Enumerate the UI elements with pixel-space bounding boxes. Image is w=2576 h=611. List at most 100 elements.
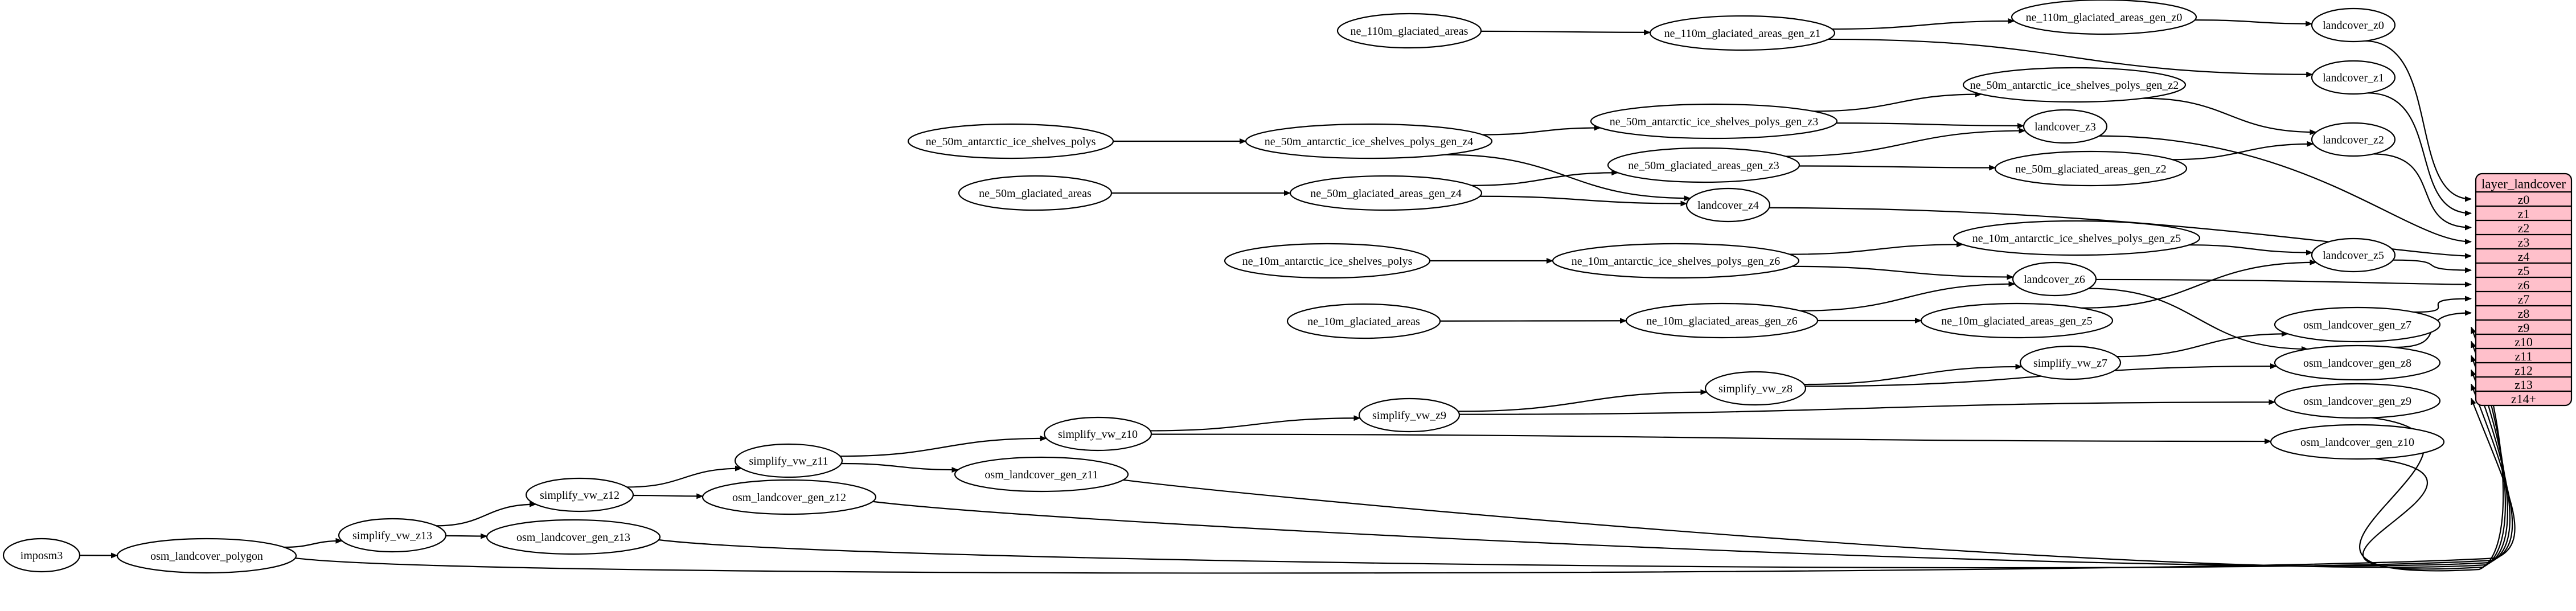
node-simplify_vw_z8[interactable]: simplify_vw_z8 <box>1704 371 1807 406</box>
node-osm_landcover_polygon[interactable]: osm_landcover_polygon <box>116 538 297 574</box>
node-simplify_vw_z12[interactable]: simplify_vw_z12 <box>525 477 634 512</box>
node-landcover_z6[interactable]: landcover_z6 <box>2012 261 2097 297</box>
edge-ne_50m_glaciated_areas_gen_z4-to-ne_50m_glaciated_areas_gen_z3 <box>1471 170 1619 186</box>
edge-landcover_z2-to-layer_landcover_z2 <box>2373 153 2472 231</box>
table-row-z7[interactable]: z7 <box>2476 290 2571 306</box>
node-simplify_vw_z7[interactable]: simplify_vw_z7 <box>2019 345 2122 380</box>
table-row-z14plus[interactable]: z14+ <box>2476 390 2571 406</box>
edge-ne_50m_antarctic_ice_shelves_polys_gen_z3-to-ne_50m_antarctic_ice_shelves_polys_gen_z2 <box>1813 91 1983 112</box>
node-ne_110m_glaciated_areas[interactable]: ne_110m_glaciated_areas <box>1336 13 1482 49</box>
node-ne_10m_antarctic_ice_shelves_polys[interactable]: ne_10m_antarctic_ice_shelves_polys <box>1224 243 1431 279</box>
table-row-z0[interactable]: z0 <box>2476 191 2571 207</box>
table-row-z11[interactable]: z11 <box>2476 347 2571 363</box>
edge-ne_10m_antarctic_ice_shelves_polys_gen_z6-to-ne_10m_antarctic_ice_shelves_polys_gen_z5 <box>1789 241 1964 255</box>
table-row-z9[interactable]: z9 <box>2476 319 2571 335</box>
node-landcover_z5[interactable]: landcover_z5 <box>2311 237 2396 273</box>
node-ne_50m_antarctic_ice_shelves_polys[interactable]: ne_50m_antarctic_ice_shelves_polys <box>907 123 1114 159</box>
table-row-z6[interactable]: z6 <box>2476 276 2571 292</box>
node-ne_50m_antarctic_ice_shelves_polys_gen_z4[interactable]: ne_50m_antarctic_ice_shelves_polys_gen_z… <box>1245 123 1493 159</box>
edge-landcover_z0-to-layer_landcover_z0 <box>2364 40 2472 202</box>
node-osm_landcover_gen_z10[interactable]: osm_landcover_gen_z10 <box>2270 424 2445 460</box>
node-landcover_z4[interactable]: landcover_z4 <box>1685 187 1771 223</box>
edge-simplify_vw_z10-to-osm_landcover_gen_z10 <box>1151 433 2272 445</box>
table-row-label: z2 <box>2518 221 2530 235</box>
table-row-z12[interactable]: z12 <box>2476 362 2571 378</box>
edge-ne_10m_antarctic_ice_shelves_polys_gen_z6-to-landcover_z6 <box>1792 265 2014 280</box>
edge-simplify_vw_z13-to-simplify_vw_z12 <box>436 501 536 527</box>
edges-layer <box>79 18 2516 574</box>
edge-osm_landcover_gen_z13-to-layer_landcover_z13 <box>658 383 2513 569</box>
node-osm_landcover_gen_z12[interactable]: osm_landcover_gen_z12 <box>702 479 877 515</box>
edge-ne_110m_glaciated_areas_gen_z0-to-landcover_z0 <box>2194 19 2313 27</box>
edge-landcover_z5-to-layer_landcover_z5 <box>2393 259 2472 273</box>
node-ne_110m_glaciated_areas_gen_z0[interactable]: ne_110m_glaciated_areas_gen_z0 <box>2011 0 2197 35</box>
edge-ne_50m_glaciated_areas_gen_z2-to-landcover_z2 <box>2172 141 2314 161</box>
node-ellipse <box>2311 237 2396 273</box>
node-ne_50m_antarctic_ice_shelves_polys_gen_z2[interactable]: ne_50m_antarctic_ice_shelves_polys_gen_z… <box>1962 67 2187 103</box>
node-ne_50m_glaciated_areas[interactable]: ne_50m_glaciated_areas <box>958 175 1113 211</box>
node-osm_landcover_gen_z8[interactable]: osm_landcover_gen_z8 <box>2274 345 2441 381</box>
edge-ne_10m_glaciated_areas_gen_z5-to-landcover_z5 <box>2081 259 2317 309</box>
node-ne_10m_antarctic_ice_shelves_polys_gen_z6[interactable]: ne_10m_antarctic_ice_shelves_polys_gen_z… <box>1552 243 1800 279</box>
node-simplify_vw_z11[interactable]: simplify_vw_z11 <box>734 443 843 478</box>
node-ne_50m_glaciated_areas_gen_z2[interactable]: ne_50m_glaciated_areas_gen_z2 <box>1994 150 2188 187</box>
node-ne_50m_glaciated_areas_gen_z3[interactable]: ne_50m_glaciated_areas_gen_z3 <box>1607 147 1800 183</box>
table-row-z3[interactable]: z3 <box>2476 233 2571 249</box>
node-ne_50m_glaciated_areas_gen_z4[interactable]: ne_50m_glaciated_areas_gen_z4 <box>1289 175 1483 211</box>
node-ellipse <box>2274 345 2441 381</box>
edge-ne_50m_antarctic_ice_shelves_polys_gen_z4-to-landcover_z4 <box>1445 154 1691 202</box>
edge-ne_50m_glaciated_areas_gen_z3-to-ne_50m_glaciated_areas_gen_z2 <box>1799 165 1996 171</box>
table-row-label: z9 <box>2518 321 2530 335</box>
table-row-z4[interactable]: z4 <box>2476 248 2571 264</box>
node-ellipse <box>525 477 634 512</box>
node-ellipse <box>1043 416 1152 452</box>
node-ellipse <box>2019 345 2122 380</box>
node-imposm3[interactable]: imposm3 <box>2 538 81 573</box>
table-row-label: z14+ <box>2511 392 2536 406</box>
node-ne_10m_glaciated_areas[interactable]: ne_10m_glaciated_areas <box>1286 303 1441 339</box>
table-row-label: z6 <box>2518 278 2530 292</box>
edge-ne_50m_antarctic_ice_shelves_polys_gen_z2-to-landcover_z2 <box>2143 97 2317 136</box>
node-landcover_z2[interactable]: landcover_z2 <box>2311 122 2396 157</box>
table-row-z1[interactable]: z1 <box>2476 205 2571 221</box>
node-ne_110m_glaciated_areas_gen_z1[interactable]: ne_110m_glaciated_areas_gen_z1 <box>1649 15 1836 51</box>
node-simplify_vw_z10[interactable]: simplify_vw_z10 <box>1043 416 1152 452</box>
node-landcover_z1[interactable]: landcover_z1 <box>2311 60 2396 95</box>
nodes-layer: ne_110m_glaciated_areas ne_110m_glaciated… <box>2 0 2445 574</box>
node-ellipse <box>1685 187 1771 223</box>
node-osm_landcover_gen_z7[interactable]: osm_landcover_gen_z7 <box>2274 306 2441 343</box>
table-row-label: z11 <box>2515 349 2533 363</box>
node-ellipse <box>1649 15 1836 51</box>
node-ne_10m_glaciated_areas_gen_z5[interactable]: ne_10m_glaciated_areas_gen_z5 <box>1920 302 2114 339</box>
node-ne_10m_antarctic_ice_shelves_polys_gen_z5[interactable]: ne_10m_antarctic_ice_shelves_polys_gen_z… <box>1952 220 2201 256</box>
edge-simplify_vw_z7-to-osm_landcover_gen_z7 <box>2116 331 2289 358</box>
node-simplify_vw_z9[interactable]: simplify_vw_z9 <box>1358 397 1461 433</box>
edge-ne_10m_glaciated_areas_gen_z6-to-landcover_z6 <box>1800 281 2016 311</box>
node-ne_10m_glaciated_areas_gen_z6[interactable]: ne_10m_glaciated_areas_gen_z6 <box>1625 302 1819 339</box>
node-ellipse <box>486 519 661 555</box>
node-landcover_z0[interactable]: landcover_z0 <box>2311 7 2396 43</box>
table-row-z8[interactable]: z8 <box>2476 305 2571 321</box>
node-landcover_z3[interactable]: landcover_z3 <box>2023 109 2108 144</box>
edge-ne_10m_antarctic_ice_shelves_polys_gen_z5-to-landcover_z5 <box>2189 244 2313 256</box>
node-osm_landcover_gen_z9[interactable]: osm_landcover_gen_z9 <box>2274 383 2441 419</box>
edge-osm_landcover_gen_z11-to-layer_landcover_z11 <box>1123 355 2508 568</box>
node-simplify_vw_z13[interactable]: simplify_vw_z13 <box>338 518 447 553</box>
table-row-z2[interactable]: z2 <box>2476 219 2571 235</box>
node-osm_landcover_gen_z13[interactable]: osm_landcover_gen_z13 <box>486 519 661 555</box>
table-row-z10[interactable]: z10 <box>2476 333 2571 349</box>
edge-ne_110m_glaciated_areas_gen_z1-to-landcover_z1 <box>1828 38 2314 77</box>
edge-simplify_vw_z10-to-simplify_vw_z9 <box>1150 415 1361 432</box>
table-row-z13[interactable]: z13 <box>2476 376 2571 392</box>
node-osm_landcover_gen_z11[interactable]: osm_landcover_gen_z11 <box>954 456 1129 493</box>
edge-osm_landcover_gen_z7-to-layer_landcover_z7 <box>2414 296 2472 313</box>
node-ellipse <box>338 518 447 553</box>
table-row-label: z13 <box>2515 378 2533 392</box>
edge-ne_110m_glaciated_areas_gen_z1-to-ne_110m_glaciated_areas_gen_z0 <box>1832 18 2015 30</box>
table-row-z5[interactable]: z5 <box>2476 262 2571 278</box>
node-ellipse <box>1289 175 1483 211</box>
edge-simplify_vw_z9-to-simplify_vw_z8 <box>1458 389 1708 412</box>
node-ellipse <box>1224 243 1431 279</box>
node-ne_50m_antarctic_ice_shelves_polys_gen_z3[interactable]: ne_50m_antarctic_ice_shelves_polys_gen_z… <box>1590 103 1838 140</box>
